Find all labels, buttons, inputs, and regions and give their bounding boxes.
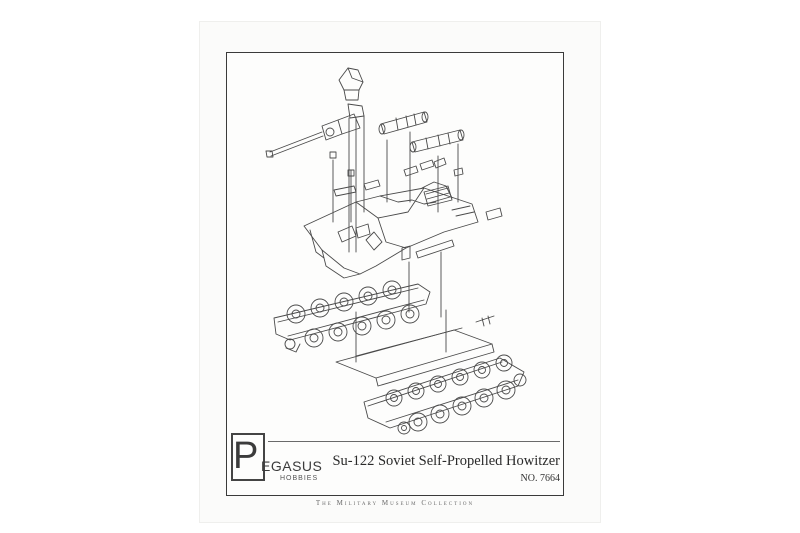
- collection-name: The Military Museum Collection: [315, 499, 475, 507]
- hatch-part: [338, 67, 364, 101]
- sheet-frame: [226, 52, 564, 496]
- brand-logo: P EGASUS HOBBIES: [231, 431, 323, 485]
- exploded-tank-assembly-icon: [265, 67, 527, 435]
- logo-wordmark: EGASUS: [261, 458, 323, 474]
- logo-initial: P: [233, 435, 259, 477]
- side-bar-part: [401, 239, 455, 261]
- assembly-guide-lines: [332, 115, 459, 363]
- roller-parts: [378, 111, 465, 153]
- fitting-parts: [329, 151, 503, 221]
- right-track-part: [363, 354, 527, 435]
- logo-subtitle: HOBBIES: [280, 475, 319, 482]
- product-number: NO. 7664: [520, 473, 560, 484]
- hull-upper-part: [303, 181, 479, 279]
- hull-lower-part: [335, 315, 495, 387]
- left-track-part: [273, 280, 431, 353]
- gun-barrel-part: [265, 103, 365, 158]
- product-title: Su-122 Soviet Self-Propelled Howitzer: [332, 453, 560, 469]
- title-divider: [268, 441, 560, 442]
- logo-frame: [231, 433, 265, 481]
